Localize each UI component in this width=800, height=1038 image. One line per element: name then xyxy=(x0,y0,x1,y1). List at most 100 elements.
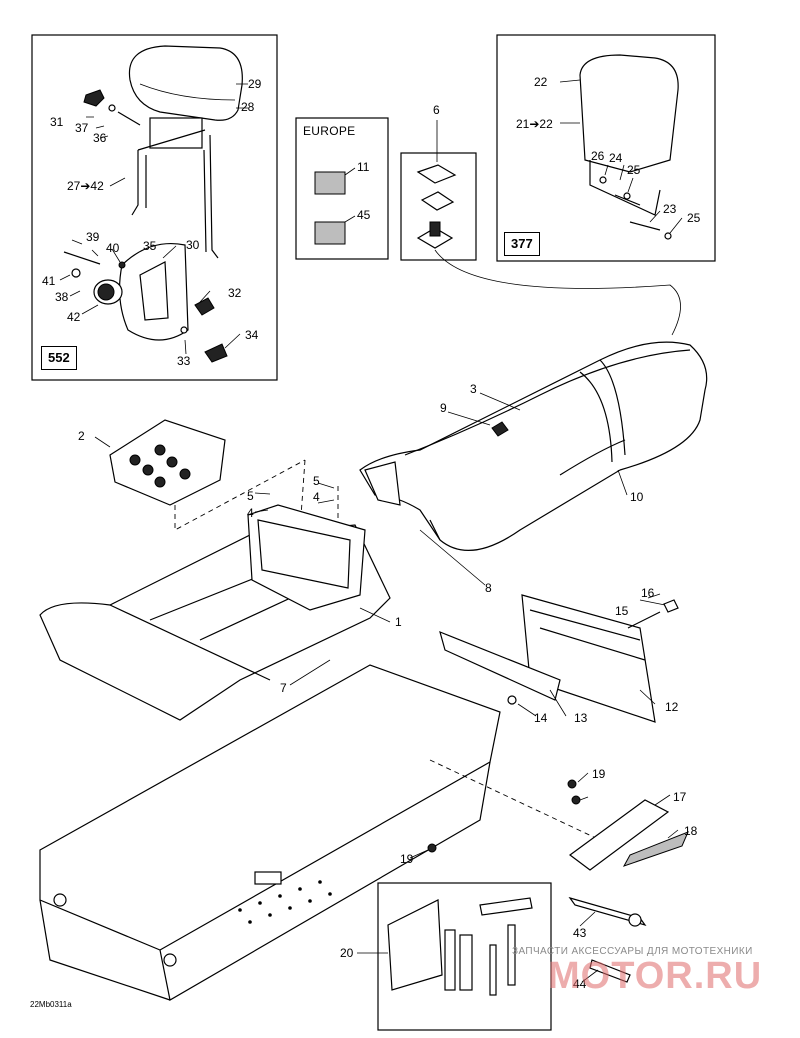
seat xyxy=(359,341,708,551)
reflector-11 xyxy=(314,171,346,195)
callout-5-right: 5 xyxy=(313,474,320,488)
callout-6: 6 xyxy=(433,103,440,117)
knob-31 xyxy=(83,89,105,107)
callout-5-left: 5 xyxy=(247,489,254,503)
seat-strap-tip xyxy=(364,461,401,506)
nut-16 xyxy=(663,599,679,613)
screw-19-c xyxy=(427,843,437,853)
callout-43: 43 xyxy=(573,926,587,940)
backrest-pad xyxy=(128,45,243,121)
callout-28: 28 xyxy=(241,100,255,114)
callout-33: 33 xyxy=(177,354,191,368)
callout-4-left: 4 xyxy=(247,506,254,520)
rear-grab-bar-12 xyxy=(521,594,656,723)
europe-frame xyxy=(295,117,389,260)
seat-button-9 xyxy=(491,421,509,437)
reflector-18 xyxy=(622,831,689,867)
callout-38: 38 xyxy=(55,290,69,304)
grommet-plate xyxy=(416,164,457,184)
callout-17: 17 xyxy=(673,790,687,804)
screwdriver xyxy=(489,944,497,996)
washer-14 xyxy=(507,695,517,705)
callout-23: 23 xyxy=(663,202,677,216)
tool-44 xyxy=(589,959,631,983)
toolkit-frame xyxy=(377,882,552,1031)
washer-33 xyxy=(180,326,188,334)
callout-16: 16 xyxy=(641,586,655,600)
callout-3: 3 xyxy=(470,382,477,396)
callout-21: 21➔22 xyxy=(516,117,553,131)
callout-35: 35 xyxy=(143,239,157,253)
storage-bracket-2 xyxy=(109,419,226,506)
knob-34 xyxy=(204,343,228,363)
callout-40: 40 xyxy=(106,241,120,255)
callout-10: 10 xyxy=(630,490,644,504)
flap-17 xyxy=(568,799,670,871)
washer-41 xyxy=(71,268,81,278)
callout-27: 27➔42 xyxy=(67,179,104,193)
callout-31: 31 xyxy=(50,115,64,129)
callout-19-rear: 19 xyxy=(592,767,606,781)
callout-41: 41 xyxy=(42,274,56,288)
tunnel-7 xyxy=(39,664,501,1001)
callout-19-tunnel: 19 xyxy=(400,852,414,866)
backrest-plate-30 xyxy=(118,242,189,341)
storage-tray xyxy=(247,504,366,611)
callout-37: 37 xyxy=(75,121,89,135)
grommet-link-line xyxy=(434,249,681,336)
diagram-code: 22Mb0311a xyxy=(30,1000,72,1009)
socket xyxy=(459,934,473,991)
spark-plug-wrench xyxy=(444,929,456,991)
callout-26: 26 xyxy=(591,149,605,163)
backrest-kit-label: 552 xyxy=(41,346,77,370)
watermark-text: ЗАПЧАСТИ АКСЕССУАРЫ ДЛЯ МОТОТЕХНИКИ xyxy=(512,946,753,957)
watermark-site: MOTOR.RU xyxy=(548,955,763,997)
callout-25-top: 25 xyxy=(627,163,641,177)
callout-30: 30 xyxy=(186,238,200,252)
callout-18: 18 xyxy=(684,824,698,838)
passenger-backrest-label: 377 xyxy=(504,232,540,256)
backrest-bracket xyxy=(131,117,219,259)
callout-4-right: 4 xyxy=(313,490,320,504)
callout-45: 45 xyxy=(357,208,371,222)
callout-25-bottom: 25 xyxy=(687,211,701,225)
screw-39 xyxy=(63,251,101,265)
callout-34: 34 xyxy=(245,328,259,342)
callout-36: 36 xyxy=(93,131,107,145)
callout-2: 2 xyxy=(78,429,85,443)
screw-15 xyxy=(627,611,661,629)
passenger-backrest xyxy=(579,54,679,240)
callout-24: 24 xyxy=(609,151,623,165)
tool-band xyxy=(479,897,533,916)
callout-13: 13 xyxy=(574,711,588,725)
tool-pouch xyxy=(387,899,443,991)
grommet-frame xyxy=(400,152,477,261)
screw-19-a xyxy=(567,779,577,789)
open-wrench xyxy=(507,924,516,986)
callout-15: 15 xyxy=(615,604,629,618)
grommet-base xyxy=(416,227,454,249)
callout-1: 1 xyxy=(395,615,402,629)
grommet-ring xyxy=(420,191,455,211)
callout-8: 8 xyxy=(485,581,492,595)
screw-36 xyxy=(117,111,141,126)
callout-7: 7 xyxy=(280,681,287,695)
rear-dashline xyxy=(429,759,601,841)
callout-12: 12 xyxy=(665,700,679,714)
washer-37 xyxy=(108,104,116,112)
tool-43 xyxy=(568,896,647,927)
callout-14: 14 xyxy=(534,711,548,725)
reinforcement-plate-13 xyxy=(439,630,561,701)
seat-frame-1 xyxy=(39,504,391,721)
europe-label: EUROPE xyxy=(303,124,356,138)
knob-32 xyxy=(194,297,215,316)
passenger-backrest-frame xyxy=(496,34,716,262)
callout-39: 39 xyxy=(86,230,100,244)
grommet-boss xyxy=(429,221,441,237)
callout-44: 44 xyxy=(573,977,587,991)
callout-42: 42 xyxy=(67,310,81,324)
callout-32: 32 xyxy=(228,286,242,300)
callout-22: 22 xyxy=(534,75,548,89)
